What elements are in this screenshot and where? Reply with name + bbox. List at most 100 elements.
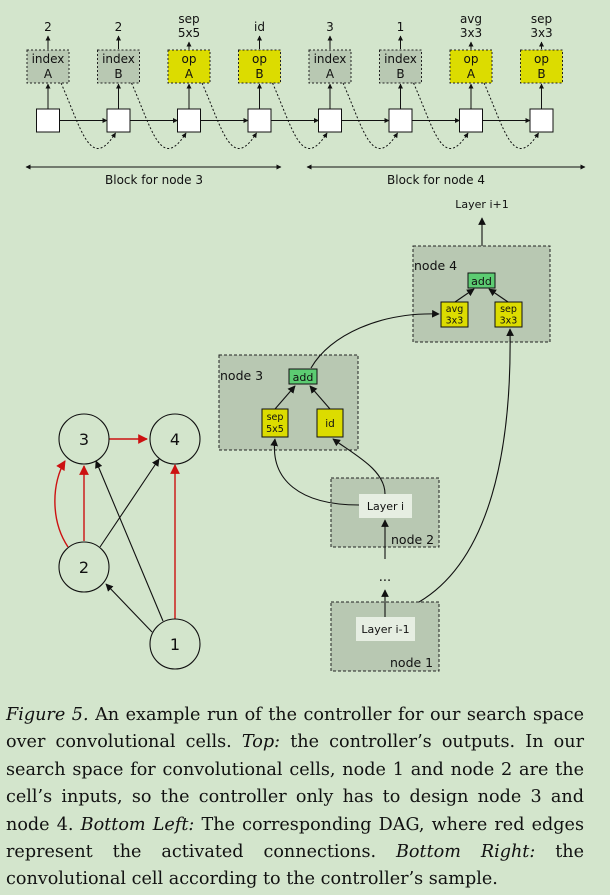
caption-emphasis: Figure 5. [6,705,89,725]
controller-rnn-cell [36,108,60,133]
controller-input-label: op [464,52,479,66]
svg-text:1: 1 [170,635,180,654]
controller-input-label: B [537,67,545,81]
controller-input-box [520,49,563,84]
controller-input-label: op [252,52,267,66]
controller-input-label: A [467,67,476,81]
edge-sep-add3 [274,385,296,410]
dag-node-2: 2 [58,541,110,593]
controller-feedback-arrow [60,82,116,149]
caption-text: the controller’s outputs. In our search … [6,732,584,835]
svg-text:add: add [471,275,492,288]
controller-input-label: index [384,52,417,66]
controller-input-box [26,49,70,84]
controller-rnn-cell [318,108,342,133]
node4-op-sep: sep 3x3 [494,301,523,328]
svg-text:5x5: 5x5 [266,424,284,435]
controller-output-value: 5x5 [178,26,200,40]
edge-add3-avg4 [310,309,440,369]
controller-feedback-arrow [272,82,328,149]
controller-input-label: op [182,52,197,66]
ellipsis: ... [379,570,391,585]
dag-node-1: 1 [149,618,201,670]
block-node3-label: Block for node 3 [105,173,203,187]
controller-output-value: 3 [326,20,334,34]
edge-avg-add4 [454,288,475,303]
svg-text:sep: sep [267,412,284,423]
caption-emphasis: Top: [241,732,281,753]
controller-input-box [379,49,422,84]
node4-add-op: add [467,272,496,289]
controller-output-value: id [254,20,265,34]
controller-output-value: 2 [44,20,52,34]
node3-title: node 3 [220,368,263,383]
controller-input-box [97,49,140,84]
controller-input-label: B [396,67,404,81]
controller-input-label: A [44,67,53,81]
svg-text:2: 2 [79,558,89,577]
node2-title: node 2 [391,532,434,547]
dag-edge-2-3-alt [54,460,69,548]
node3-add-op: add [288,368,318,385]
caption-emphasis: Bottom Left: [80,814,195,835]
layer-i-minus-1-label: Layer i-1 [361,623,409,636]
caption-emphasis: Bottom Right: [395,842,536,863]
caption-text: the convolutional cell according to the … [6,842,585,890]
controller-output-value: sep [531,12,552,26]
controller-input-label: A [326,67,335,81]
controller-input-label: index [314,52,347,66]
dag-edge-1-3 [95,460,164,622]
edge-id-add3 [309,385,331,410]
node3-op-sep: sep 5x5 [261,408,289,438]
controller-rnn-cell [459,108,483,133]
edge-sep-add4 [488,288,509,303]
controller-input-box [167,49,211,84]
controller-input-label: B [114,67,122,81]
controller-input-box [449,49,493,84]
controller-input-label: A [185,67,194,81]
dag-edge-2-4 [99,458,160,548]
controller-rnn-cell [388,108,413,133]
controller-input-label: index [32,52,65,66]
node1-title: node 1 [390,655,433,670]
controller-input-label: op [534,52,549,66]
controller-input-label: index [102,52,135,66]
controller-feedback-arrow [483,82,539,149]
conv-cell: Layer i+1 node 4 add avg 3x3 sep 3x3 nod… [218,198,551,672]
controller-feedback-arrow [201,82,257,149]
svg-text:3: 3 [79,430,89,449]
node3-op-id: id [316,408,344,438]
controller-output-value: 2 [115,20,123,34]
controller-rnn-cell [106,108,131,133]
controller-input-box [308,49,352,84]
controller-feedback-arrows [60,82,539,149]
controller-input-box [238,49,281,84]
svg-text:sep: sep [500,304,517,315]
svg-text:3x3: 3x3 [446,316,464,327]
controller-rnn-cell [529,108,554,133]
edge-layeri-id3 [332,438,386,495]
svg-text:avg: avg [446,304,463,315]
dag-graph: 3 4 2 1 [54,413,201,670]
controller-output-value: avg [460,12,482,26]
edge-layeri-sep3 [270,438,360,506]
controller-output-value: 3x3 [530,26,552,40]
block-node4-label: Block for node 4 [387,173,485,187]
svg-text:3x3: 3x3 [500,316,518,327]
controller-input-label: B [255,67,263,81]
controller-feedback-arrow [342,82,398,149]
figure-caption: Figure 5. An example run of the controll… [6,702,584,894]
controller-output-value: 1 [397,20,405,34]
dag-edge-1-2 [105,583,153,633]
svg-text:add: add [293,371,314,384]
controller-rnn-cell [247,108,272,133]
dag-node-3: 3 [58,413,110,465]
controller-rnn-cell [177,108,201,133]
svg-text:4: 4 [170,430,180,449]
node4-op-avg: avg 3x3 [440,301,469,328]
svg-text:id: id [325,418,335,430]
